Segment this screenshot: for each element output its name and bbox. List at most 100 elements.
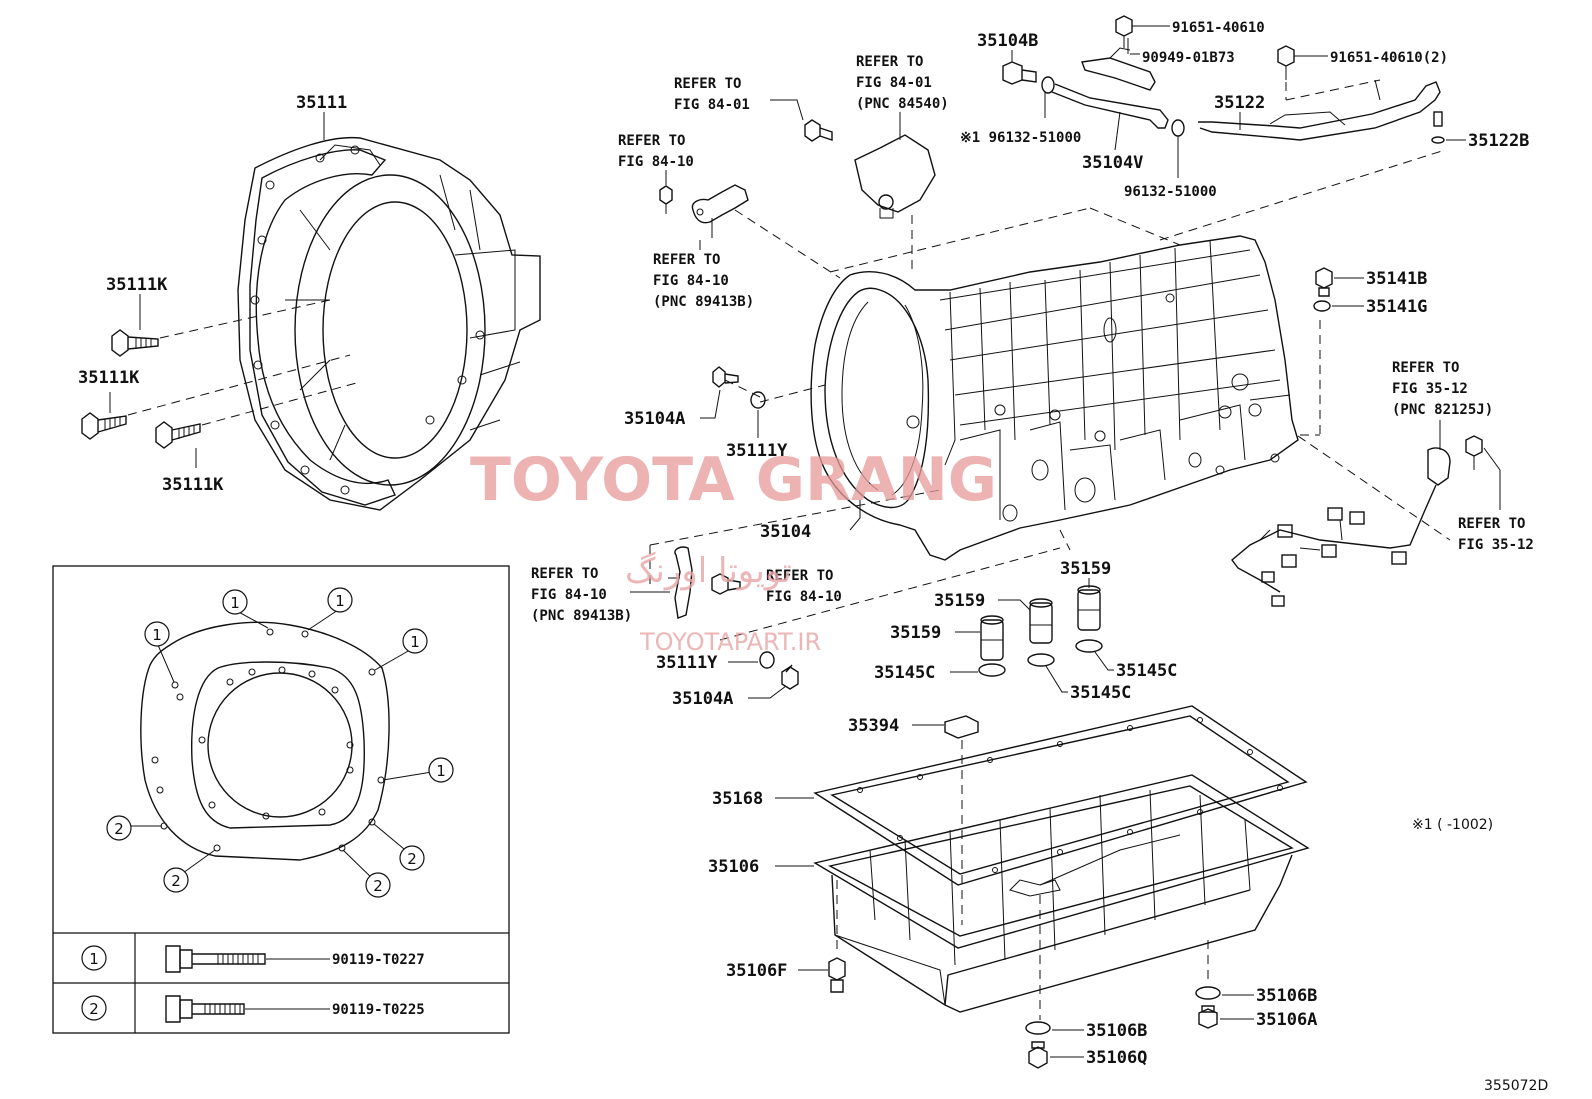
bell-housing-drawing	[237, 136, 541, 511]
label-35106b-bottom: 35106B	[1086, 1021, 1147, 1041]
label-35106a: 35106A	[1256, 1010, 1317, 1030]
label-35111: 35111	[296, 93, 347, 113]
strainer-35159-middle	[1029, 598, 1053, 644]
sensor-upper-left	[691, 184, 749, 238]
svg-text:REFER TO: REFER TO	[1458, 516, 1525, 532]
svg-text:REFER TO: REFER TO	[766, 568, 833, 584]
svg-text:1: 1	[410, 633, 420, 651]
svg-text:FIG 84-01: FIG 84-01	[856, 75, 932, 91]
watermark-main: TOYOTA GRANG	[470, 445, 997, 515]
svg-text:FIG 84-01: FIG 84-01	[674, 97, 750, 113]
plug-35106q	[1028, 1041, 1048, 1069]
ref-fig-35-12: REFER TO FIG 35-12	[1458, 516, 1534, 553]
wire-harness	[1231, 420, 1451, 607]
svg-text:REFER TO: REFER TO	[653, 252, 720, 268]
label-35168: 35168	[712, 789, 763, 809]
oring-35111y-upper	[750, 391, 766, 409]
svg-text:2: 2	[89, 1000, 99, 1018]
label-91651-40610-2: 91651-40610(2)	[1330, 50, 1448, 66]
label-35111y-lower: 35111Y	[656, 653, 718, 673]
svg-text:FIG 84-10: FIG 84-10	[531, 587, 607, 603]
svg-text:REFER TO: REFER TO	[531, 566, 598, 582]
gasket-35145c-middle	[1027, 653, 1055, 667]
svg-text:REFER TO: REFER TO	[674, 76, 741, 92]
inset-panel: 1 1 1 1 1 2 2 2 2 1 90119-T0227 2 9011	[52, 565, 510, 1034]
transmission-case-drawing	[810, 235, 1299, 561]
magnet-35394	[944, 715, 979, 739]
gasket-35145c-left	[978, 663, 1006, 677]
label-35106q: 35106Q	[1086, 1048, 1147, 1068]
label-35111k-middle: 35111K	[78, 368, 140, 388]
clamp-right	[1171, 119, 1185, 137]
ref-fig-35-12-pnc-82125j: REFER TO FIG 35-12 (PNC 82125J)	[1392, 360, 1493, 418]
bolt-lower-left-sensor	[711, 573, 741, 595]
label-96132-51000: 96132-51000	[1124, 184, 1217, 200]
sensor-upper-middle	[854, 134, 936, 219]
washer-35106b-right	[1195, 986, 1221, 1000]
svg-text:(PNC 82125J): (PNC 82125J)	[1392, 402, 1493, 418]
label-35394: 35394	[848, 716, 899, 736]
oil-pan-gasket-35168	[813, 705, 1308, 886]
svg-text:FIG 35-12: FIG 35-12	[1458, 537, 1534, 553]
label-35106f: 35106F	[726, 961, 787, 981]
oring-35111y-lower	[759, 651, 775, 669]
svg-text:(PNC 84540): (PNC 84540)	[856, 96, 949, 112]
svg-text:(PNC 89413B): (PNC 89413B)	[653, 294, 754, 310]
svg-text:2: 2	[114, 820, 124, 838]
bolt-part-90119-t0225: 90119-T0225	[332, 1002, 425, 1018]
strainer-35159-right	[1077, 585, 1101, 631]
bolt-91651-right	[1277, 45, 1295, 80]
footnote: ※1 ( -1002)	[1412, 817, 1493, 833]
ref-fig-84-10-lower: REFER TO FIG 84-10	[766, 568, 842, 605]
svg-text:1: 1	[89, 950, 99, 968]
plug-35106f	[828, 957, 846, 993]
label-35104a-lower: 35104A	[672, 689, 733, 709]
bolt-harness	[1465, 435, 1483, 470]
label-91651-40610-upper: 91651-40610	[1172, 20, 1265, 36]
bolt-35111k-bottom	[155, 421, 201, 449]
label-96132-51000-footnote: ※1 96132-51000	[960, 130, 1081, 146]
svg-text:1: 1	[436, 762, 446, 780]
strainer-35159-left	[980, 615, 1004, 661]
ref-fig-84-01-pnc-84540: REFER TO FIG 84-01 (PNC 84540)	[856, 54, 949, 112]
label-35159-right: 35159	[1060, 559, 1111, 579]
gasket-35141g	[1313, 300, 1331, 312]
ref-fig-84-10-pnc-89413b-lower: REFER TO FIG 84-10 (PNC 89413B)	[531, 566, 632, 624]
svg-text:REFER TO: REFER TO	[618, 133, 685, 149]
svg-text:2: 2	[171, 872, 181, 890]
svg-text:1: 1	[335, 592, 345, 610]
grommet-35122b	[1431, 111, 1445, 144]
bolt-35104a-lower	[781, 664, 799, 690]
bolt-part-90119-t0227: 90119-T0227	[332, 952, 425, 968]
bell-housing-bolt-holes	[250, 145, 485, 495]
inset-housing-outline	[140, 621, 390, 861]
bolt-table-row-1: 1 90119-T0227	[81, 945, 425, 973]
bolt-35111k-top	[111, 329, 159, 357]
ref-fig-84-10-upper: REFER TO FIG 84-10	[618, 133, 694, 170]
svg-text:1: 1	[230, 594, 240, 612]
svg-text:REFER TO: REFER TO	[1392, 360, 1459, 376]
svg-text:FIG 84-10: FIG 84-10	[618, 154, 694, 170]
label-35122b: 35122B	[1468, 131, 1529, 151]
washer-35106b-bottom	[1025, 1021, 1051, 1035]
oil-pan-35106	[813, 774, 1310, 1013]
label-35141b: 35141B	[1366, 269, 1427, 289]
diagram-id: 355072D	[1484, 1078, 1548, 1094]
svg-text:(PNC 89413B): (PNC 89413B)	[531, 608, 632, 624]
label-35111y-upper: 35111Y	[726, 441, 788, 461]
svg-text:2: 2	[407, 850, 417, 868]
label-35145c-left: 35145C	[874, 663, 935, 683]
ref-fig-84-01: REFER TO FIG 84-01	[674, 76, 750, 113]
svg-text:1: 1	[152, 626, 162, 644]
gasket-35145c-right	[1075, 639, 1103, 653]
plug-35141b	[1315, 267, 1333, 297]
inset-callouts: 1 1 1 1 1 2 2 2 2	[106, 587, 454, 898]
label-35111k-bottom: 35111K	[162, 475, 224, 495]
bracket-90949	[1081, 47, 1156, 91]
plug-35106a	[1198, 1005, 1218, 1029]
label-35111k-top: 35111K	[106, 275, 168, 295]
svg-text:2: 2	[373, 877, 383, 895]
plug-35104b	[1002, 61, 1037, 85]
label-35159-left: 35159	[890, 623, 941, 643]
